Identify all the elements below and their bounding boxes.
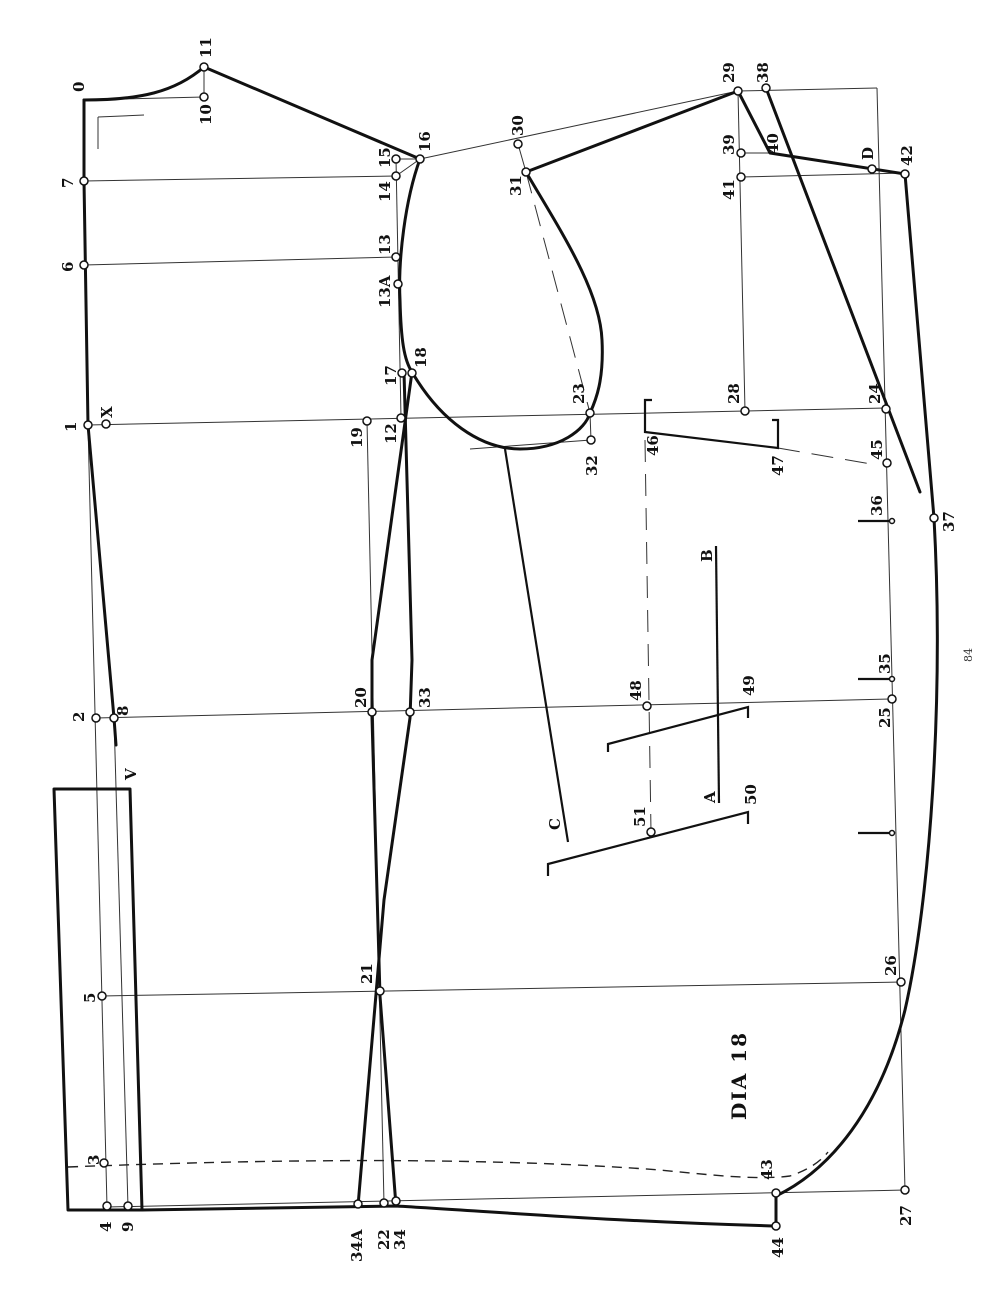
- reference-points: [79, 62, 939, 1231]
- label-26: 26: [882, 955, 900, 976]
- label-39: 39: [720, 134, 738, 155]
- label-1: 1: [62, 422, 80, 432]
- label-45: 45: [868, 439, 886, 460]
- label-33: 33: [416, 687, 434, 708]
- label-11: 11: [197, 37, 215, 58]
- label-37: 37: [940, 511, 958, 532]
- label-43: 43: [758, 1159, 776, 1180]
- label-24: 24: [866, 383, 884, 404]
- label-30: 30: [509, 115, 527, 136]
- label-v: V: [122, 768, 140, 781]
- label-17: 17: [382, 365, 400, 386]
- pattern-outlines: [52, 65, 939, 1228]
- label-7: 7: [59, 178, 77, 188]
- label-10: 10: [197, 104, 215, 125]
- label-13a: 13A: [376, 275, 394, 308]
- label-2: 2: [70, 712, 88, 722]
- label-51: 51: [631, 806, 649, 827]
- label-40: 40: [764, 133, 782, 154]
- label-x: X: [98, 406, 116, 418]
- label-14: 14: [376, 181, 394, 202]
- label-34a: 34A: [348, 1229, 366, 1262]
- label-25: 25: [876, 707, 894, 728]
- label-4: 4: [97, 1222, 115, 1232]
- label-b: B: [698, 549, 716, 562]
- label-41: 41: [720, 179, 738, 200]
- label-46: 46: [644, 435, 662, 456]
- diagram-title: DIA 18: [727, 1031, 751, 1120]
- dashed-lines: [67, 171, 878, 1179]
- label-47: 47: [769, 455, 787, 476]
- label-44: 44: [769, 1237, 787, 1258]
- label-c: C: [546, 818, 564, 830]
- label-16: 16: [416, 131, 434, 152]
- label-35: 35: [876, 653, 894, 674]
- label-9: 9: [119, 1222, 137, 1232]
- page-number: 84: [962, 648, 975, 662]
- label-38: 38: [754, 62, 772, 83]
- label-31: 31: [507, 175, 525, 196]
- label-42: 42: [898, 145, 916, 166]
- label-23: 23: [570, 383, 588, 404]
- label-36: 36: [868, 495, 886, 516]
- label-21: 21: [358, 963, 376, 984]
- label-34: 34: [391, 1229, 409, 1250]
- label-50: 50: [742, 784, 760, 805]
- label-12: 12: [382, 423, 400, 444]
- label-22: 22: [375, 1229, 393, 1250]
- label-3: 3: [85, 1155, 103, 1165]
- point-labels: 0 11 10 7 6 15 14 16 13 13A 17 18 1 X 19…: [59, 37, 958, 1262]
- label-48: 48: [627, 680, 645, 701]
- label-d: D: [859, 147, 877, 160]
- label-19: 19: [348, 427, 366, 448]
- construction-lines: [83, 67, 906, 1208]
- label-32: 32: [583, 455, 601, 476]
- label-6: 6: [59, 262, 77, 272]
- label-20: 20: [352, 687, 370, 708]
- label-15: 15: [376, 147, 394, 168]
- label-0: 0: [70, 82, 88, 92]
- label-49: 49: [740, 675, 758, 696]
- label-a: A: [701, 791, 719, 804]
- label-5: 5: [81, 993, 99, 1003]
- label-13: 13: [376, 234, 394, 255]
- label-8: 8: [114, 706, 132, 716]
- label-29: 29: [720, 62, 738, 83]
- label-28: 28: [725, 383, 743, 404]
- label-18: 18: [412, 347, 430, 368]
- label-27: 27: [897, 1205, 915, 1226]
